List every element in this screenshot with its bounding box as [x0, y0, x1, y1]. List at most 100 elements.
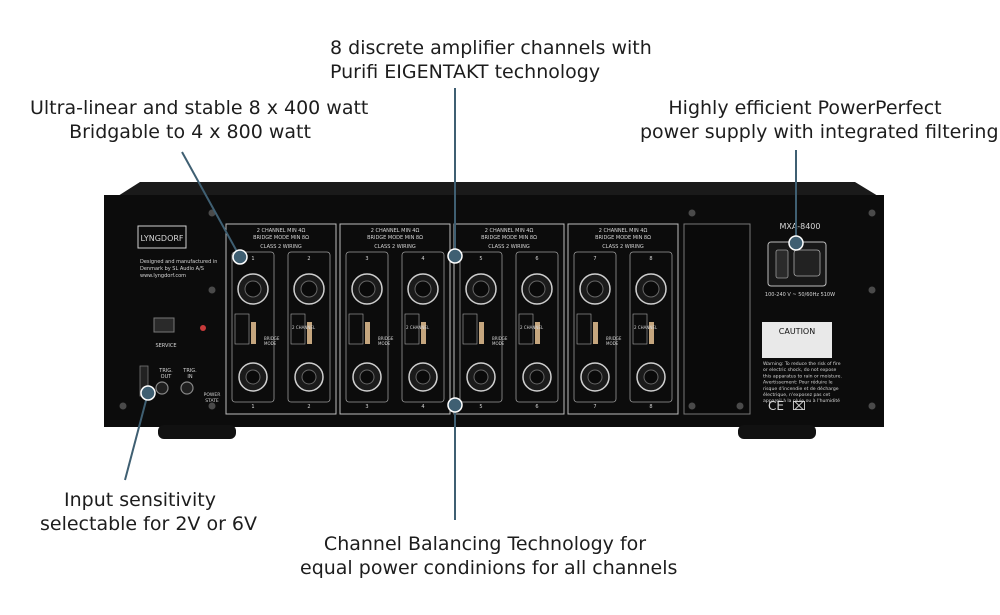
- channel-number-top: 3: [365, 256, 368, 262]
- mode-2ch-label: 2 CHANNEL: [520, 325, 544, 330]
- channel-strip: [231, 251, 275, 403]
- screw: [208, 286, 216, 294]
- caution-text: CAUTION: [779, 327, 815, 336]
- callout-power: Ultra-linear and stable 8 x 400 watt Bri…: [30, 96, 369, 144]
- screw: [736, 402, 744, 410]
- callout-channels-line2: Purifi EIGENTAKT technology: [330, 61, 601, 83]
- power-state-label-1: POWER: [204, 392, 221, 398]
- service-port[interactable]: [153, 317, 175, 333]
- pin-diagram: [518, 313, 534, 345]
- callout-dot-channels: [447, 248, 463, 264]
- channel-number-bottom: 3: [365, 404, 368, 410]
- module-frame: [567, 223, 679, 415]
- channel-number-top: 6: [535, 256, 538, 262]
- callout-sensitivity: Input sensitivity selectable for 2V or 6…: [40, 488, 257, 536]
- warning-line: Avertissement: Pour réduire le: [763, 379, 833, 386]
- xlr-inner: [473, 369, 489, 385]
- mains-spec: 100-240 V ~ 50/60Hz 510W: [765, 292, 835, 298]
- channel-number-bottom: 7: [593, 404, 596, 410]
- module-spec-line2: BRIDGE MODE MIN 8Ω: [595, 235, 651, 241]
- service-label: SERVICE: [155, 343, 176, 349]
- mode-2ch-label: 2 CHANNEL: [292, 325, 316, 330]
- module-frame: [225, 223, 337, 415]
- trigger-out-jack[interactable]: [155, 381, 169, 395]
- status-led: [200, 325, 206, 331]
- mode-switch[interactable]: [593, 322, 598, 344]
- speakon-inner: [244, 280, 262, 298]
- left-foot: [158, 425, 236, 439]
- channel-number-top: 5: [479, 256, 482, 262]
- channel-number-top: 2: [307, 256, 310, 262]
- screw: [868, 209, 876, 217]
- xlr-inner: [359, 369, 375, 385]
- website-label: www.lyngdorf.com: [140, 273, 186, 279]
- brand-logo: LYNGDORF: [140, 234, 183, 243]
- iec-inlet[interactable]: [793, 249, 821, 277]
- callout-channels: 8 discrete amplifier channels with Purif…: [330, 36, 652, 84]
- mode-switch[interactable]: [649, 322, 654, 344]
- trig-out-label-1: TRIG.: [158, 368, 173, 374]
- callout-supply-line1: Highly efficient PowerPerfect: [668, 97, 942, 119]
- callout-line-sensitivity: [124, 392, 149, 481]
- mode-bridge-label-1: BRIDGE: [378, 336, 394, 341]
- callout-dot-balancing: [447, 397, 463, 413]
- speakon-inner: [642, 280, 660, 298]
- speakon-inner: [358, 280, 376, 298]
- power-switch[interactable]: [775, 249, 789, 279]
- mode-switch[interactable]: [535, 322, 540, 344]
- module-spec-line2: BRIDGE MODE MIN 8Ω: [481, 235, 537, 241]
- trig-in-label-1: TRIG.: [182, 368, 197, 374]
- module-spec-line1: 2 CHANNEL MIN 4Ω: [599, 228, 648, 234]
- mode-bridge-label-1: BRIDGE: [492, 336, 508, 341]
- pin-diagram: [462, 313, 478, 345]
- pin-diagram: [576, 313, 592, 345]
- mode-switch[interactable]: [365, 322, 370, 344]
- mode-switch[interactable]: [307, 322, 312, 344]
- callout-balancing-line1: Channel Balancing Technology for: [323, 533, 647, 555]
- channel-number-bottom: 2: [307, 404, 310, 410]
- module-spec-line1: 2 CHANNEL MIN 4Ω: [371, 228, 420, 234]
- mode-switch[interactable]: [479, 322, 484, 344]
- speakon-inner: [528, 280, 546, 298]
- mode-switch[interactable]: [251, 322, 256, 344]
- channel-strip: [287, 251, 331, 403]
- trig-out-label-2: OUT: [161, 374, 173, 380]
- mode-bridge-label-2: MODE: [606, 341, 619, 346]
- xlr-inner: [529, 369, 545, 385]
- channel-number-top: 1: [251, 256, 254, 262]
- callout-line-power: [181, 151, 241, 258]
- module-class-label: CLASS 2 WIRING: [602, 244, 644, 250]
- channel-number-top: 4: [421, 256, 424, 262]
- callout-dot-supply: [788, 235, 804, 251]
- trigger-in-jack[interactable]: [180, 381, 194, 395]
- speakon-inner: [414, 280, 432, 298]
- callout-supply-line2: power supply with integrated filtering: [640, 121, 999, 143]
- mode-switch[interactable]: [421, 322, 426, 344]
- warning-line: or electric shock, do not expose: [763, 367, 837, 373]
- callout-power-line1: Ultra-linear and stable 8 x 400 watt: [30, 97, 369, 119]
- blank-plate: [683, 223, 751, 415]
- channel-number-bottom: 6: [535, 404, 538, 410]
- right-foot: [738, 425, 816, 439]
- trig-in-label-2: IN: [187, 374, 192, 380]
- channel-strip: [515, 251, 559, 403]
- mode-bridge-label-2: MODE: [492, 341, 505, 346]
- mode-2ch-label: 2 CHANNEL: [406, 325, 430, 330]
- pin-diagram: [290, 313, 306, 345]
- channel-strip: [573, 251, 617, 403]
- callout-power-line2: Bridgable to 4 x 800 watt: [69, 121, 311, 143]
- screw: [868, 286, 876, 294]
- channel-number-bottom: 5: [479, 404, 482, 410]
- module-class-label: CLASS 2 WIRING: [260, 244, 302, 250]
- callout-sensitivity-line1: Input sensitivity: [64, 489, 216, 511]
- chassis-top-lid: [118, 182, 878, 196]
- speakon-inner: [472, 280, 490, 298]
- warning-line: appareil à la pluie ou à l'humidité: [763, 397, 840, 404]
- mode-bridge-label-2: MODE: [264, 341, 277, 346]
- callout-dot-sensitivity: [140, 385, 156, 401]
